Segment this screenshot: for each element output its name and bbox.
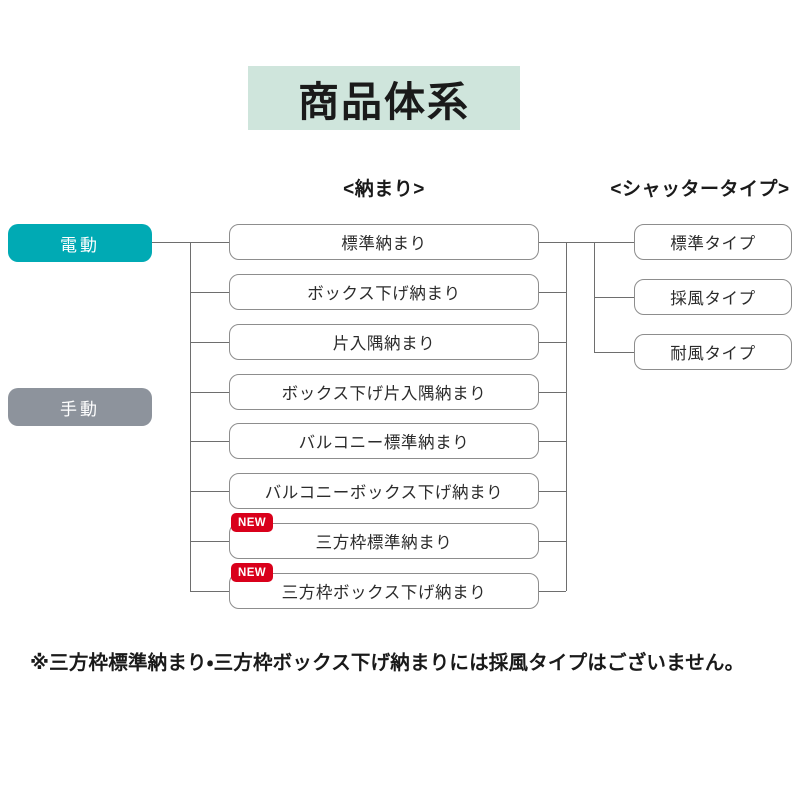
column-header-shutter-type: <シャッタータイプ>	[610, 179, 790, 200]
connector-branch-nawari-7	[190, 541, 229, 542]
nawari-box-6[interactable]: バルコニーボックス下げ納まり	[229, 473, 539, 509]
connector-nawari-3-to-right-trunk	[539, 342, 566, 343]
page-title: 商品体系	[298, 79, 470, 125]
nawari-box-8[interactable]: 三方枠ボックス下げ納まり	[229, 573, 539, 609]
connector-branch-nawari-5	[190, 441, 229, 442]
column-header-nawari: <納まり>	[343, 179, 425, 200]
drive-mode-manual[interactable]: 手動	[8, 388, 152, 426]
shutter-type-box-3[interactable]: 耐風タイプ	[634, 334, 792, 370]
title-background-band	[248, 66, 520, 130]
shutter-type-box-2[interactable]: 採風タイプ	[634, 279, 792, 315]
connector-nawari-1-to-right-trunk	[539, 242, 566, 243]
connector-right-trunk	[566, 242, 567, 591]
connector-branch-shutter-2	[594, 297, 634, 298]
nawari-box-5[interactable]: バルコニー標準納まり	[229, 423, 539, 459]
connector-electric-to-trunk	[152, 242, 190, 243]
connector-nawari-2-to-right-trunk	[539, 292, 566, 293]
shutter-type-box-1[interactable]: 標準タイプ	[634, 224, 792, 260]
connector-branch-nawari-4	[190, 392, 229, 393]
nawari-box-3[interactable]: 片入隅納まり	[229, 324, 539, 360]
nawari-box-1[interactable]: 標準納まり	[229, 224, 539, 260]
connector-branch-nawari-3	[190, 342, 229, 343]
connector-branch-shutter-1	[594, 242, 634, 243]
connector-branch-nawari-8	[190, 591, 229, 592]
connector-nawari-6-to-right-trunk	[539, 491, 566, 492]
connector-branch-nawari-6	[190, 491, 229, 492]
new-badge-nawari-8: NEW	[231, 563, 273, 582]
nawari-box-7[interactable]: 三方枠標準納まり	[229, 523, 539, 559]
connector-nawari-4-to-right-trunk	[539, 392, 566, 393]
connector-branch-shutter-3	[594, 352, 634, 353]
drive-mode-electric[interactable]: 電動	[8, 224, 152, 262]
connector-nawari-8-to-right-trunk	[539, 591, 566, 592]
new-badge-nawari-7: NEW	[231, 513, 273, 532]
nawari-box-2[interactable]: ボックス下げ納まり	[229, 274, 539, 310]
connector-branch-nawari-2	[190, 292, 229, 293]
connector-nawari-5-to-right-trunk	[539, 441, 566, 442]
connector-right-trunk-to-shutter-trunk	[566, 242, 594, 243]
connector-left-trunk	[190, 242, 191, 591]
connector-nawari-7-to-right-trunk	[539, 541, 566, 542]
connector-branch-nawari-1	[190, 242, 229, 243]
footnote-text: ※三方枠標準納まり・三方枠ボックス下げ納まりには採風タイプはございません。	[30, 652, 745, 674]
nawari-box-4[interactable]: ボックス下げ片入隅納まり	[229, 374, 539, 410]
